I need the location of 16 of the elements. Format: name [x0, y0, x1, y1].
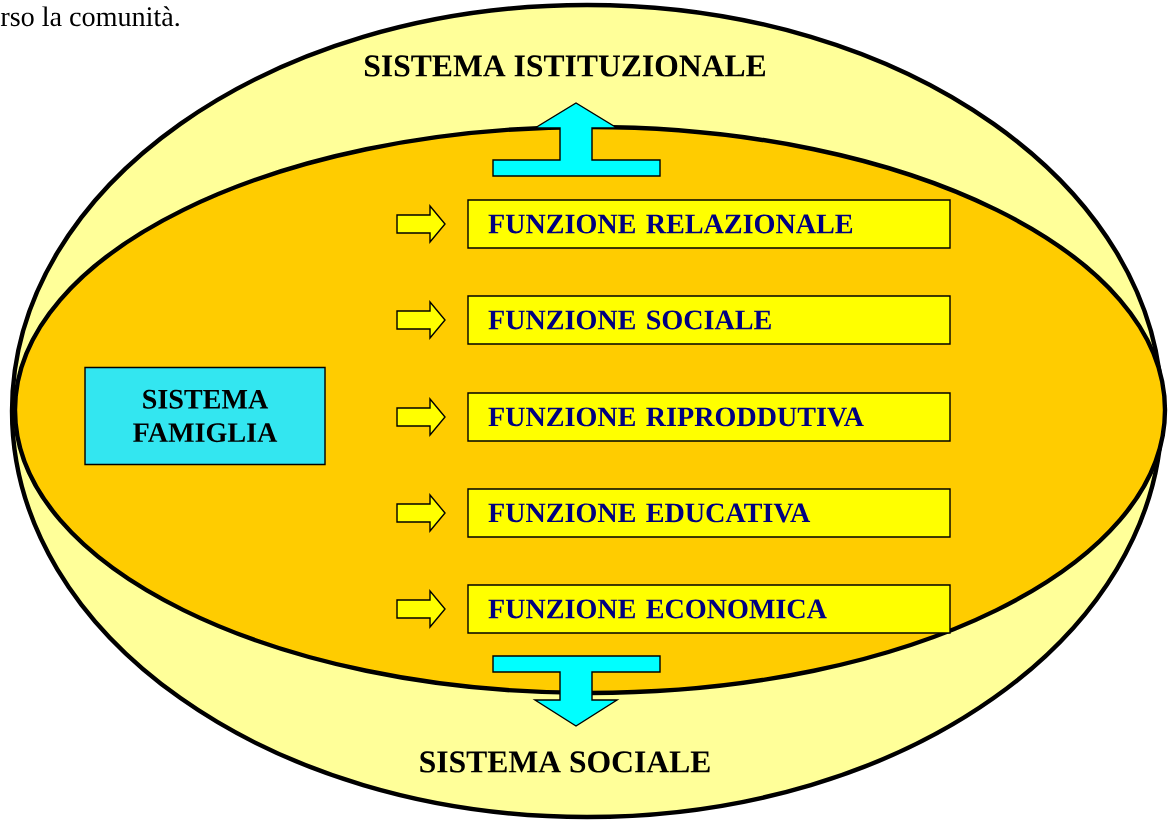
block-arrow [492, 655, 661, 727]
block-arrow [396, 493, 446, 533]
function-box: FUNZIONE SOCIALE [467, 295, 951, 345]
heading: SISTEMA ISTITUZIONALE [364, 55, 766, 77]
function-box: FUNZIONE RELAZIONALE [467, 199, 951, 249]
block-arrow [396, 397, 446, 437]
function-box: FUNZIONE ECONOMICA [467, 584, 951, 634]
heading: SISTEMA SOCIALE [420, 751, 710, 773]
system-box: SISTEMA FAMIGLIA [84, 366, 326, 466]
text-fragment: rso la comunità. [0, 6, 179, 27]
block-arrow [396, 300, 446, 340]
block-arrow [492, 102, 661, 177]
function-box: FUNZIONE RIPRODDUTIVA [467, 392, 951, 442]
function-box: FUNZIONE EDUCATIVA [467, 488, 951, 538]
block-arrow [396, 204, 446, 244]
block-arrow [396, 589, 446, 629]
